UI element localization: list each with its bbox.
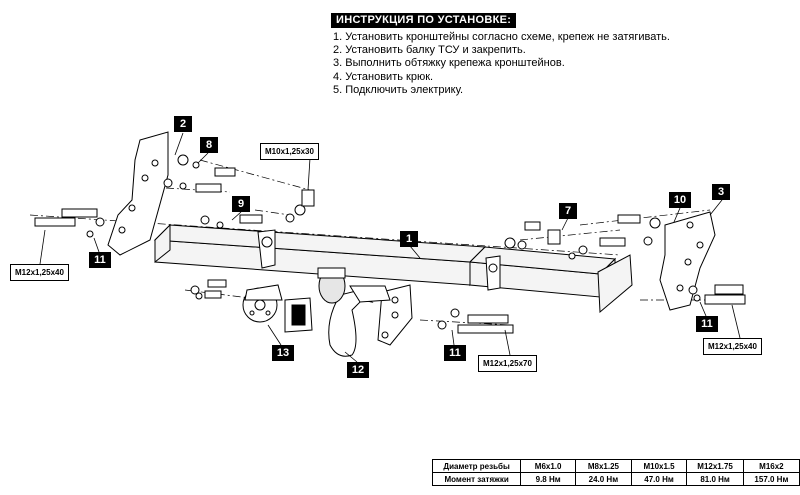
bolt-label-m12-center: M12x1,25x70: [478, 355, 537, 372]
callout-right-bracket: 3: [712, 184, 730, 200]
table-cell: 9.8 Нм: [520, 472, 577, 486]
table-cell: M8x1.25: [575, 459, 632, 473]
instruction-step: 4. Установить крюк.: [333, 70, 434, 83]
left-bracket: [107, 131, 169, 256]
instruction-step: 2. Установить балку ТСУ и закрепить.: [333, 44, 526, 57]
callout-tow-hook: 12: [347, 362, 369, 378]
table-cell: 47.0 Нм: [630, 472, 688, 486]
callout-fastener-11-left: 11: [89, 252, 111, 268]
bolt-label-m12-left: M12x1,25x40: [10, 264, 69, 281]
callout-fastener-8: 8: [200, 137, 218, 153]
torque-table: Диаметр резьбы M6x1.0 M8x1.25 M10x1.5 M1…: [431, 459, 800, 486]
bolt-label-m10: M10x1,25x30: [260, 143, 319, 160]
table-cell: M12x1.75: [686, 459, 744, 473]
table-cell: 81.0 Нм: [686, 472, 744, 486]
instruction-step: 3. Выполнить обтяжку крепежа кронштейнов…: [333, 57, 565, 70]
callout-fastener-9: 9: [232, 196, 250, 212]
torque-header: Момент затяжки: [431, 472, 522, 486]
table-cell: M6x1.0: [520, 459, 577, 473]
beam-ears: [257, 229, 501, 291]
table-cell: M10x1.5: [630, 459, 688, 473]
table-cell: M16x2: [742, 459, 800, 473]
fasteners: [34, 154, 746, 334]
bolt-label-m12-right: M12x1,25x40: [703, 338, 762, 355]
instruction-step: 1. Установить кронштейны согласно схеме,…: [333, 31, 670, 43]
thread-header: Диаметр резьбы: [431, 459, 522, 473]
callout-fastener-10: 10: [669, 192, 691, 208]
table-cell: 24.0 Нм: [575, 472, 632, 486]
callout-crossbeam: 1: [400, 231, 418, 247]
instructions-list: 1. Установить кронштейны согласно схеме,…: [333, 31, 670, 97]
callout-left-bracket: 2: [174, 116, 192, 132]
table-cell: 157.0 Нм: [742, 472, 800, 486]
crossbeam: [153, 223, 633, 314]
tow-hook: [317, 267, 391, 357]
callout-fastener-7: 7: [559, 203, 577, 219]
electrical-socket: [242, 284, 313, 333]
callout-fastener-11-center: 11: [444, 345, 466, 361]
table-row: Диаметр резьбы M6x1.0 M8x1.25 M10x1.5 M1…: [431, 459, 800, 473]
callout-fastener-11-right: 11: [696, 316, 718, 332]
instruction-step: 5. Подключить электрику.: [333, 83, 464, 96]
table-row: Момент затяжки 9.8 Нм 24.0 Нм 47.0 Нм 81…: [431, 472, 800, 486]
callout-electrical-socket: 13: [272, 345, 294, 361]
leader-lines: [39, 132, 741, 363]
instructions-title: ИНСТРУКЦИЯ ПО УСТАНОВКЕ:: [331, 13, 517, 28]
right-bracket: [659, 211, 716, 311]
